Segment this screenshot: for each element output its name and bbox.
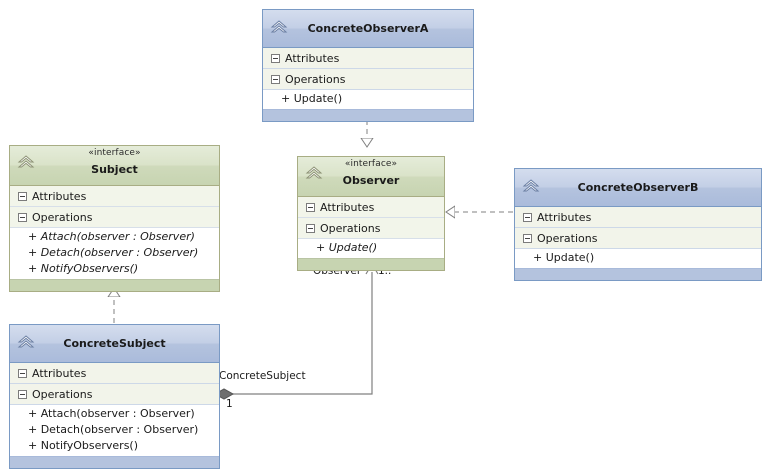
double-chevron-up-icon[interactable] (17, 333, 35, 351)
stereotype-label: «interface» (88, 148, 141, 158)
minus-box-icon[interactable] (523, 233, 532, 243)
minus-box-icon[interactable] (271, 74, 280, 84)
class-title: ConcreteObserverB (577, 181, 699, 194)
compartment-label: Attributes (285, 52, 340, 65)
compartment-attributes[interactable]: Attributes (263, 48, 473, 69)
class-box-concretesubject[interactable]: ConcreteSubject Attributes Operations + … (9, 324, 220, 469)
member-item: + Attach(observer : Observer) (28, 230, 195, 243)
minus-box-icon[interactable] (306, 223, 315, 233)
association-source-role-label: ConcreteSubject (219, 370, 306, 382)
compartment-label: Attributes (320, 201, 375, 214)
class-header-subject: «interface» Subject (10, 146, 219, 186)
operations-list: + Attach(observer : Observer) + Detach(o… (10, 405, 219, 456)
compartment-operations[interactable]: Operations (298, 218, 444, 239)
compartment-attributes[interactable]: Attributes (10, 186, 219, 207)
class-box-concreteobserverb[interactable]: ConcreteObserverB Attributes Operations … (514, 168, 762, 281)
compartment-attributes[interactable]: Attributes (515, 207, 761, 228)
minus-box-icon[interactable] (18, 212, 27, 222)
member-item: + Update() (533, 251, 595, 264)
compartment-label: Operations (285, 73, 346, 86)
member-item: + Update() (316, 241, 378, 254)
minus-box-icon[interactable] (18, 191, 27, 201)
compartment-label: Attributes (32, 190, 87, 203)
compartment-operations[interactable]: Operations (10, 384, 219, 405)
member-item: + NotifyObservers() (28, 439, 139, 452)
double-chevron-up-icon[interactable] (17, 153, 35, 171)
compartment-attributes[interactable]: Attributes (298, 197, 444, 218)
class-box-observer[interactable]: «interface» Observer Attributes Operatio… (297, 156, 445, 271)
class-box-concreteobservera[interactable]: ConcreteObserverA Attributes Operations … (262, 9, 474, 122)
minus-box-icon[interactable] (306, 202, 315, 212)
class-header-observer: «interface» Observer (298, 157, 444, 197)
class-title: ConcreteObserverA (307, 22, 429, 35)
compartment-operations[interactable]: Operations (515, 228, 761, 249)
class-title: ConcreteSubject (63, 337, 166, 350)
class-footer (10, 456, 219, 468)
class-title: Observer (342, 174, 400, 187)
class-title: Subject (91, 163, 138, 176)
compartment-label: Operations (537, 232, 598, 245)
double-chevron-up-icon[interactable] (305, 164, 323, 182)
class-header-concreteobservera: ConcreteObserverA (263, 10, 473, 48)
compartment-label: Attributes (32, 367, 87, 380)
member-item: + Attach(observer : Observer) (28, 407, 195, 420)
class-header-concretesubject: ConcreteSubject (10, 325, 219, 363)
compartment-label: Operations (320, 222, 381, 235)
class-footer (263, 109, 473, 121)
compartment-label: Operations (32, 211, 93, 224)
class-header-concreteobserverb: ConcreteObserverB (515, 169, 761, 207)
minus-box-icon[interactable] (271, 53, 280, 63)
stereotype-label: «interface» (344, 159, 398, 169)
member-item: + Detach(observer : Observer) (28, 423, 199, 436)
double-chevron-up-icon[interactable] (270, 18, 288, 36)
member-item: + NotifyObservers() (28, 262, 139, 275)
class-footer (10, 279, 219, 291)
operations-list: + Update() (515, 249, 761, 268)
minus-box-icon[interactable] (18, 389, 27, 399)
operations-list: + Update() (263, 90, 473, 109)
operations-list: + Update() (298, 239, 444, 258)
association-source-multiplicity-label: 1 (226, 398, 233, 410)
class-footer (298, 258, 444, 270)
member-item: + Update() (281, 92, 343, 105)
operations-list: + Attach(observer : Observer) + Detach(o… (10, 228, 219, 279)
class-footer (515, 268, 761, 280)
class-box-subject[interactable]: «interface» Subject Attributes Operation… (9, 145, 220, 292)
compartment-label: Attributes (537, 211, 592, 224)
minus-box-icon[interactable] (18, 368, 27, 378)
compartment-operations[interactable]: Operations (10, 207, 219, 228)
minus-box-icon[interactable] (523, 212, 532, 222)
compartment-attributes[interactable]: Attributes (10, 363, 219, 384)
compartment-operations[interactable]: Operations (263, 69, 473, 90)
compartment-label: Operations (32, 388, 93, 401)
double-chevron-up-icon[interactable] (522, 177, 540, 195)
member-item: + Detach(observer : Observer) (28, 246, 199, 259)
